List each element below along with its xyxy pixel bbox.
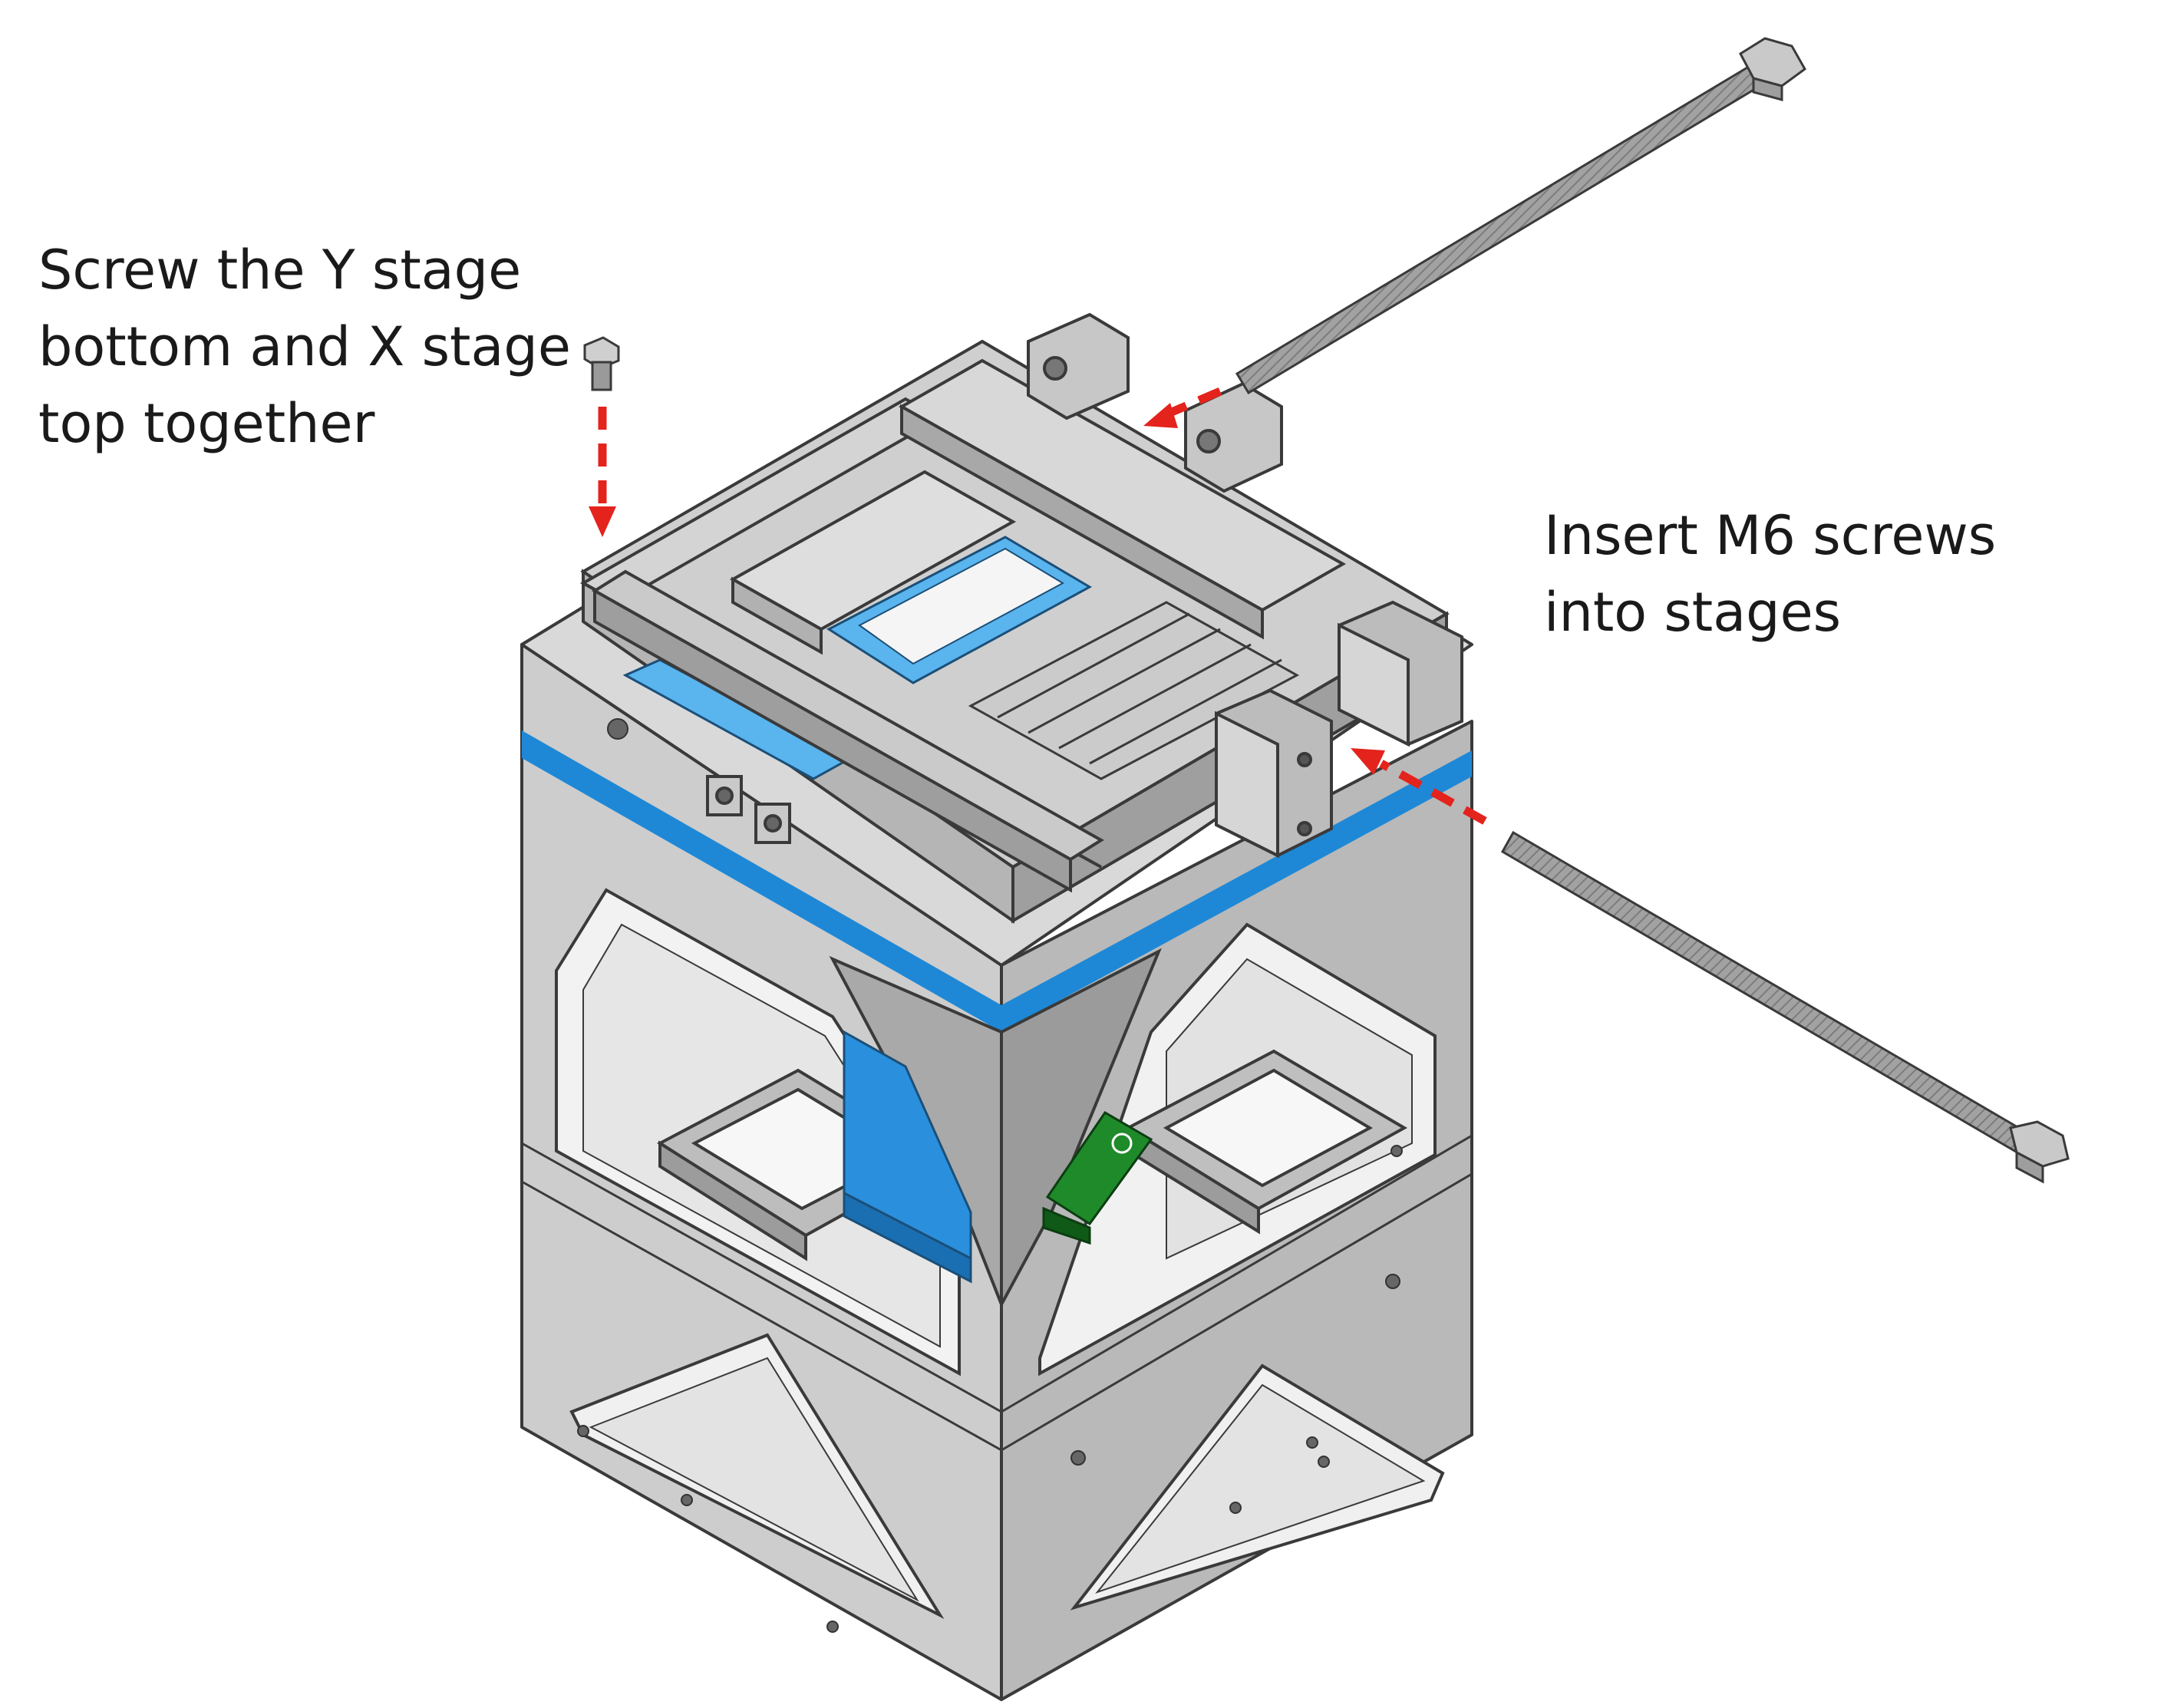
blue-band-right	[1001, 750, 1472, 1032]
annotation-screw-stages: Screw the Y stage bottom and X stage top…	[38, 232, 571, 462]
blue-bracket	[843, 1030, 972, 1284]
annotation-line: Screw the Y stage	[38, 239, 522, 302]
hex-bolt-icon	[583, 336, 620, 391]
x-stage-rails	[579, 358, 1347, 893]
right-window	[1038, 922, 1437, 1377]
mounting-holes	[577, 718, 1403, 1633]
linear-guide	[968, 601, 1300, 780]
frame-seam-left	[521, 1134, 1473, 1413]
arrow-down	[589, 407, 616, 537]
hex-bolt-icon	[2009, 1120, 2070, 1184]
annotation-line: bottom and X stage	[38, 315, 571, 378]
annotation-line: top together	[38, 392, 375, 455]
long-screw-bottom	[1500, 830, 2070, 1184]
annotation-line: Insert M6 screws	[1544, 504, 1997, 567]
hex-bolt-icon	[1739, 37, 1806, 101]
annotation-line: into stages	[1544, 581, 1842, 644]
arrow-insert-top	[1143, 387, 1222, 428]
arrow-insert-bottom	[1351, 748, 1487, 825]
blue-stage-frame	[622, 536, 1093, 780]
frame-gussets	[569, 948, 1445, 1619]
pcb-board	[1042, 1110, 1153, 1245]
frame-seam-left-2	[521, 1172, 1473, 1452]
end-blocks	[706, 312, 1463, 859]
annotation-insert-m6: Insert M6 screws into stages	[1544, 497, 1996, 651]
blue-band-left	[522, 730, 1001, 1032]
long-screw-top	[1235, 37, 1806, 395]
